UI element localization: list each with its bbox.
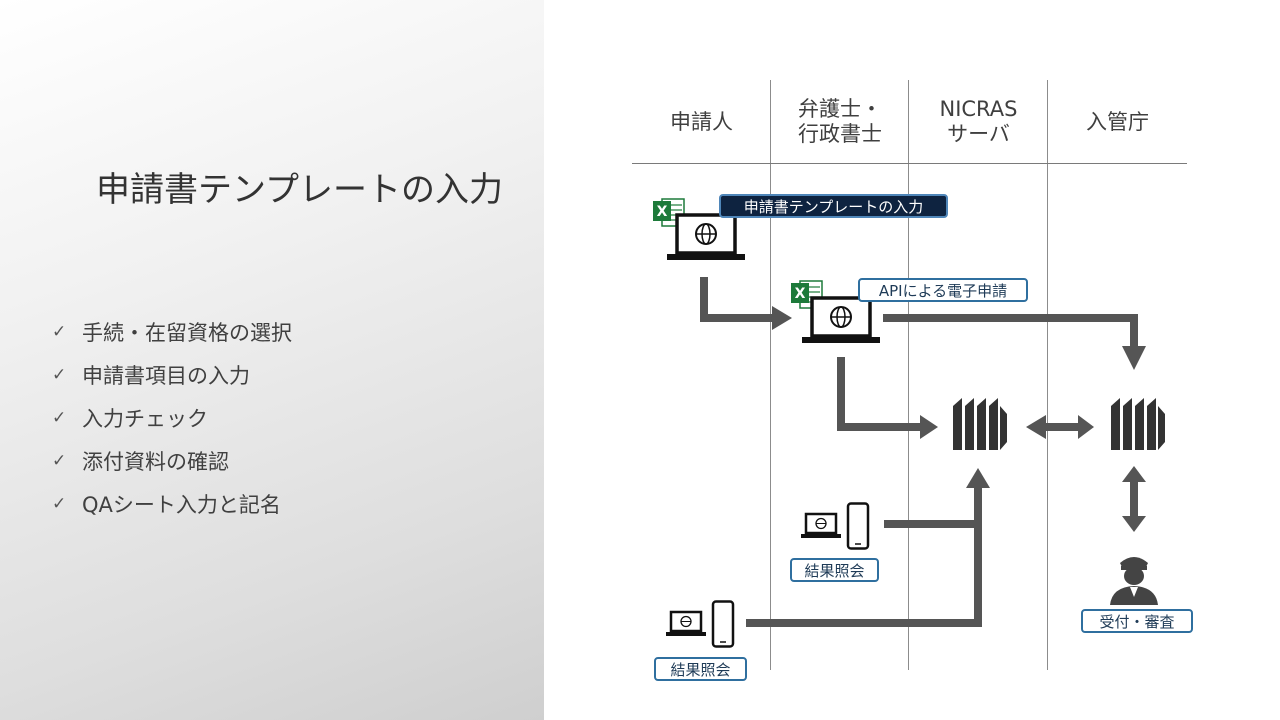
smartphone-icon xyxy=(711,600,735,648)
column-header-lawyer: 弁護士・ 行政書士 xyxy=(798,97,882,146)
column-header-nicras-server: NICRAS サーバ xyxy=(939,97,1018,146)
arrow-applicant-to-lawyer xyxy=(700,277,772,322)
column-header-applicant: 申請人 xyxy=(670,109,733,134)
column-header-immigration-agency: 入管庁 xyxy=(1086,109,1149,134)
header-divider xyxy=(632,163,1187,164)
column-divider xyxy=(908,80,909,670)
check-icon: ✓ xyxy=(52,450,67,471)
bullet-item: ✓ 手続・在留資格の選択 xyxy=(52,310,292,353)
bullet-item: ✓ 添付資料の確認 xyxy=(52,439,292,482)
smartphone-icon xyxy=(846,502,870,550)
laptop-globe-icon xyxy=(667,213,745,260)
server-rack-icon xyxy=(1111,398,1165,450)
template-input-label: 申請書テンプレートの入力 xyxy=(719,194,948,218)
bullet-list: ✓ 手続・在留資格の選択 ✓ 申請書項目の入力 ✓ 入力チェック ✓ 添付資料の確認 ✓… xyxy=(52,310,292,525)
arrowhead xyxy=(1026,415,1046,439)
check-icon: ✓ xyxy=(52,407,67,428)
check-icon: ✓ xyxy=(52,493,67,514)
bullet-text: 入力チェック xyxy=(82,406,208,431)
arrowhead xyxy=(1122,346,1146,370)
arrow-lawyer-to-nicras xyxy=(837,357,920,431)
laptop-globe-icon xyxy=(802,296,880,343)
arrowhead xyxy=(966,468,990,488)
column-divider xyxy=(770,80,771,670)
excel-icon: X xyxy=(791,280,823,309)
arrowhead xyxy=(772,306,792,330)
bullet-text: 添付資料の確認 xyxy=(82,449,229,474)
bullet-text: QAシート入力と記名 xyxy=(82,492,281,517)
result-inquiry-label: 結果照会 xyxy=(654,657,747,681)
slide-title: 申請書テンプレートの入力 xyxy=(96,170,503,210)
arrowhead xyxy=(1122,516,1146,532)
laptop-globe-icon xyxy=(666,610,706,636)
arrowhead xyxy=(1122,466,1146,482)
bullet-item: ✓ QAシート入力と記名 xyxy=(52,482,292,525)
reception-review-label: 受付・審査 xyxy=(1081,609,1193,633)
bullet-text: 申請書項目の入力 xyxy=(82,363,250,388)
server-rack-icon xyxy=(953,398,1007,450)
svg-text:X: X xyxy=(657,204,668,220)
arrowhead xyxy=(1078,415,1094,439)
arrow-applicant-inquiry-to-nicras xyxy=(746,488,982,627)
svg-text:X: X xyxy=(795,286,806,302)
arrowhead xyxy=(920,415,938,439)
arrow-lawyer-to-agency xyxy=(883,314,1138,346)
check-icon: ✓ xyxy=(52,321,67,342)
result-inquiry-label: 結果照会 xyxy=(790,558,879,582)
left-panel xyxy=(0,0,544,720)
check-icon: ✓ xyxy=(52,364,67,385)
api-application-label: APIによる電子申請 xyxy=(858,278,1028,302)
officer-icon xyxy=(1110,557,1158,605)
bullet-item: ✓ 入力チェック xyxy=(52,396,292,439)
arrow-lawyer-inquiry-to-nicras xyxy=(884,488,982,528)
column-divider xyxy=(1047,80,1048,670)
bullet-item: ✓ 申請書項目の入力 xyxy=(52,353,292,396)
bullet-text: 手続・在留資格の選択 xyxy=(82,320,292,345)
laptop-globe-icon xyxy=(801,512,841,538)
